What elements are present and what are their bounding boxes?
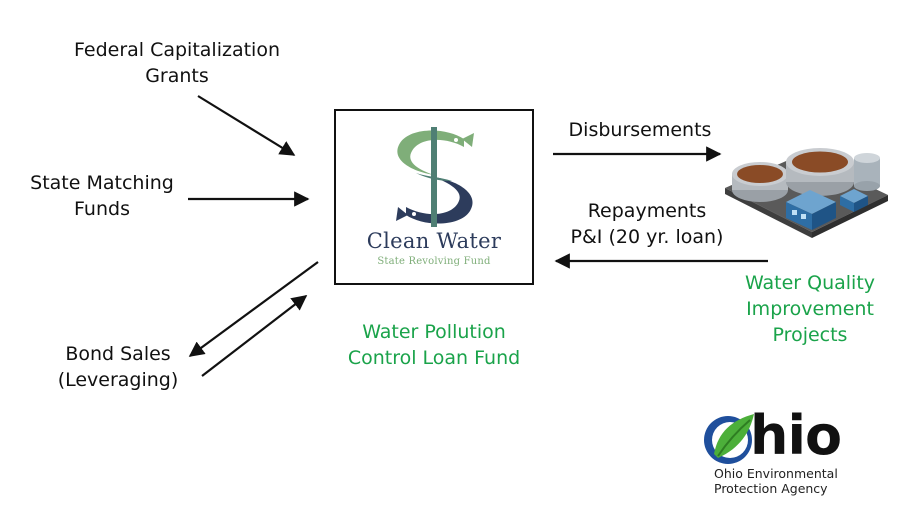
bond-proceeds-arrow xyxy=(188,261,319,357)
clean-water-logo-subtitle: State Revolving Fund xyxy=(377,256,491,267)
projects-caption: Water Quality Improvement Projects xyxy=(744,272,876,346)
ohio-wordmark: hio xyxy=(750,404,842,467)
repayments-label: Repayments P&I (20 yr. loan) xyxy=(570,200,724,248)
federal-grants-label: Federal Capitalization Grants xyxy=(73,39,280,87)
treatment-plant-icon xyxy=(725,148,888,238)
bond-repayment-arrow xyxy=(201,295,308,377)
fund-caption: Water Pollution Control Loan Fund xyxy=(347,321,521,369)
bond-sales-label: Bond Sales (Leveraging) xyxy=(57,343,179,391)
ohio-epa-logo: hio Ohio Environmental Protection Agency xyxy=(700,404,860,505)
clean-water-s-fish-icon xyxy=(396,127,474,227)
federal-grants-arrow xyxy=(197,95,296,156)
state-matching-label: State Matching Funds xyxy=(30,172,174,220)
ohio-leaf-icon xyxy=(704,414,754,464)
ohio-agency-name: Ohio Environmental Protection Agency xyxy=(714,466,838,496)
clean-water-fund-box: Clean Water State Revolving Fund xyxy=(334,109,534,285)
clean-water-logo-title: Clean Water xyxy=(366,229,502,253)
disbursements-label: Disbursements xyxy=(568,119,712,141)
